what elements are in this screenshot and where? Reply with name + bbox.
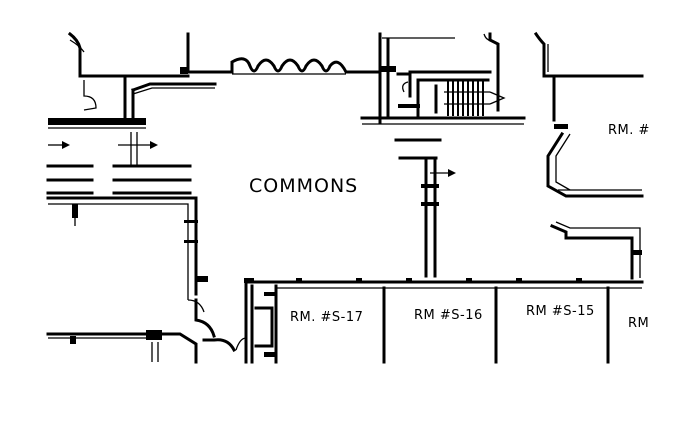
top-center-block [360,32,526,177]
upper-left-walls [67,31,232,120]
room-partial-top-right-label: RM. # [608,123,650,138]
commons-label: COMMONS [249,175,358,197]
top-right-walls [533,31,644,198]
classroom-row [244,278,644,364]
room-partial-bottom-right-label: RM [628,316,649,331]
room-s16-label: RM #S-16 [414,308,483,323]
left-middle-walls [46,196,216,338]
top-coil-wall [230,57,382,75]
center-partition [421,158,439,278]
right-stepped-wall [550,221,642,280]
bottom-left-walls [46,330,247,364]
left-corridor [46,118,192,195]
room-s15-label: RM #S-15 [526,304,595,319]
room-s17-label: RM. #S-17 [290,310,363,325]
